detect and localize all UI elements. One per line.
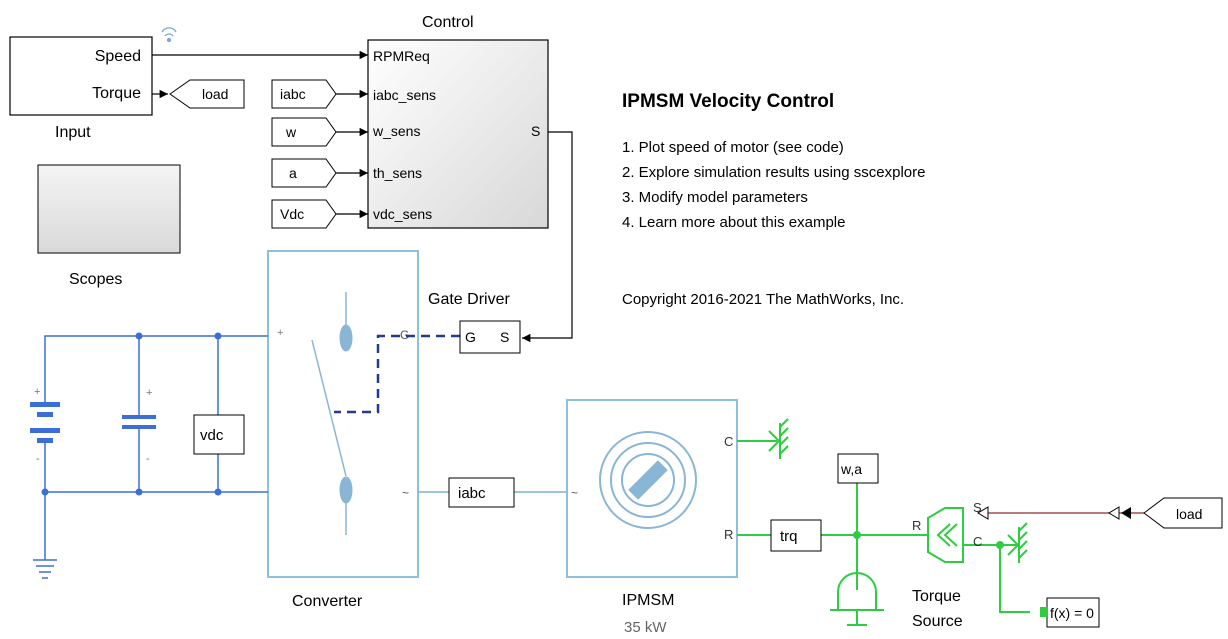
mechanical-ground-icon-2 [1007,522,1028,563]
control-block-name: Control [422,14,474,31]
mechanical-junctions [853,531,1004,549]
inertia-icon[interactable] [830,572,884,626]
capacitor-icon[interactable]: + - [122,387,156,465]
battery-plus: + [34,386,40,398]
ipmsm-port-tilde: ~ [571,486,578,500]
signal-lines [152,50,573,343]
instruction-explore-results[interactable]: 2. Explore simulation results using ssce… [622,164,925,181]
mechanical-ground-icon [768,418,789,459]
torque-source-name-1: Torque [912,588,961,605]
control-port-vdc: vdc_sens [373,206,432,222]
ipmsm-block[interactable]: ~ C R IPMSM 35 kW [566,399,738,636]
battery-minus: - [36,453,40,465]
from-tag-iabc-label: iabc [280,86,306,102]
gate-driver-port-g: G [465,329,476,345]
torque-source-name-2: Source [912,613,963,630]
converter-block-name: Converter [292,593,363,610]
instruction-learn-more[interactable]: 4. Learn more about this example [622,214,845,231]
copyright-notice: Copyright 2016-2021 The MathWorks, Inc. [622,291,904,308]
from-tag-a-label: a [289,165,297,181]
from-tag-vdc[interactable]: Vdc [271,199,337,229]
converter-port-g: G [400,328,409,342]
wireless-signal-icon [161,27,177,43]
gate-driver-port-s: S [500,329,509,345]
solver-config-label: f(x) = 0 [1050,605,1094,621]
battery-icon[interactable]: + - [30,386,60,465]
goto-tag-load[interactable]: load [169,79,245,109]
from-tag-vdc-label: Vdc [280,206,304,222]
from-tag-load-label: load [1176,506,1202,522]
converter-block[interactable]: + G ~ Converter [267,250,419,610]
converter-port-tilde: ~ [402,486,409,500]
wa-sensor-label: w,a [840,461,862,477]
wa-sensor-block[interactable]: w,a [837,453,879,484]
converter-port-plus: + [277,327,283,339]
control-port-out: S [531,123,540,139]
input-port-speed: Speed [95,48,141,65]
capacitor-minus: - [146,453,150,465]
model-title: IPMSM Velocity Control [622,91,834,112]
scopes-block-name: Scopes [69,271,122,288]
input-port-torque: Torque [92,85,141,102]
ipmsm-port-c: C [724,434,733,449]
switch-icon [311,292,353,535]
from-tag-iabc[interactable]: iabc [271,79,337,109]
vdc-sensor-label: vdc [200,427,224,444]
torque-source-block[interactable]: R S C Torque Source [912,500,982,630]
torque-source-port-c: C [973,534,982,549]
from-tag-w-label: w [285,124,297,140]
ipmsm-name: IPMSM [622,592,674,609]
input-block[interactable]: Speed Torque Input [9,36,153,141]
capacitor-plus: + [146,387,152,399]
goto-tag-load-label: load [202,86,228,102]
electrical-ground-icon [33,559,57,579]
gate-driver-block[interactable]: Gate Driver G S [428,291,521,354]
from-tag-a[interactable]: a [271,158,337,188]
control-subsystem[interactable]: Control RPMReq iabc_sens w_sens th_sens … [367,14,549,229]
control-port-th: th_sens [373,165,422,181]
load-signal-line [977,506,1144,520]
vdc-sensor-block[interactable]: vdc [193,414,245,455]
control-port-iabc: iabc_sens [373,87,436,103]
instruction-plot-speed[interactable]: 1. Plot speed of motor (see code) [622,139,844,156]
ipmsm-rating: 35 kW [624,619,667,636]
from-tag-load[interactable]: load [1143,497,1223,529]
electrical-junctions [41,332,222,496]
control-port-rpmreq: RPMReq [373,48,430,64]
scopes-block[interactable]: Scopes [37,164,181,288]
solver-config-block[interactable]: f(x) = 0 [1040,597,1100,628]
instruction-modify-parameters[interactable]: 3. Modify model parameters [622,189,808,206]
from-tag-w[interactable]: w [271,117,337,147]
torque-source-port-r: R [912,518,921,533]
trq-sensor-block[interactable]: trq [770,519,822,552]
iabc-sensor-label: iabc [458,485,486,502]
iabc-sensor-block[interactable]: iabc [448,477,515,508]
gate-signal-line [334,334,460,414]
input-block-name: Input [55,124,91,141]
trq-sensor-label: trq [780,528,798,545]
motor-icon [599,431,697,529]
torque-source-port-s: S [973,500,982,515]
ipmsm-port-r: R [724,527,733,542]
gate-driver-name: Gate Driver [428,291,510,308]
control-port-w: w_sens [372,123,420,139]
